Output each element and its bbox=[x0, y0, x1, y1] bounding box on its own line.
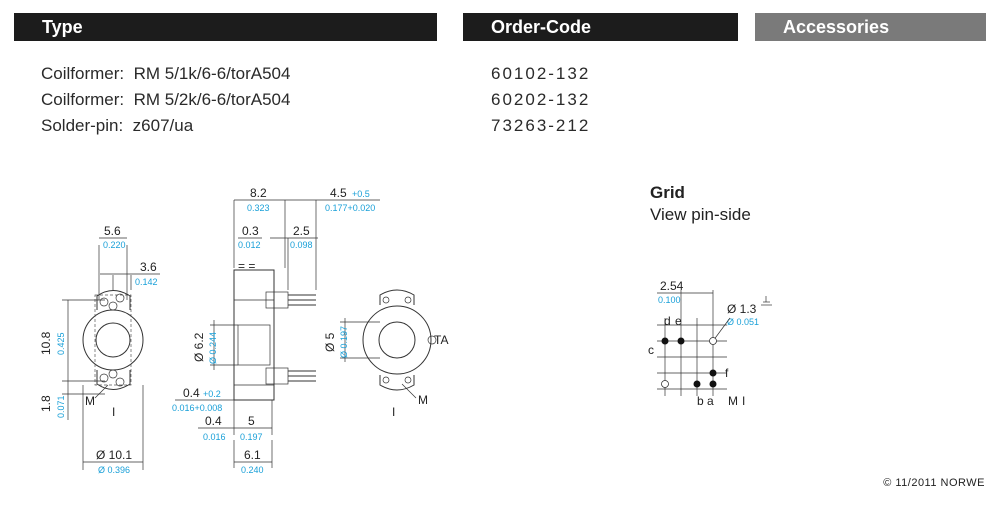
dim-0-3-in: 0.012 bbox=[238, 240, 261, 250]
pin-b bbox=[693, 380, 701, 388]
dim-6-1-in: 0.240 bbox=[241, 465, 264, 475]
type-header: Type bbox=[14, 13, 437, 41]
dim-dia-6-2: Ø 6.2 bbox=[192, 332, 206, 362]
dim-dia-6-2-in: Ø 0.244 bbox=[208, 332, 218, 364]
item-label: Coilformer: bbox=[41, 90, 125, 109]
dim-0-4-tol-val: +0.2 bbox=[203, 389, 221, 399]
dim-4-5-in: 0.177+0.020 bbox=[325, 203, 375, 213]
pin-e bbox=[677, 337, 685, 345]
dim-3-6-in: 0.142 bbox=[135, 277, 158, 287]
dim-0-4-tol-in: 0.016+0.008 bbox=[172, 403, 222, 413]
grid-title: Grid bbox=[650, 183, 685, 202]
pin-mark-top: = = bbox=[238, 259, 255, 273]
item-type: RM 5/2k/6-6/torA504 bbox=[133, 90, 291, 109]
grid-subtitle: View pin-side bbox=[650, 205, 751, 224]
pin-grid: 2.54 0.100 Ø 1.3 Ø 0.051 d e c f b a M I bbox=[648, 279, 772, 408]
dim-8-2: 8.2 bbox=[250, 186, 267, 200]
grid-label-f: f bbox=[725, 366, 729, 380]
dim-dia-10-1-in: Ø 0.396 bbox=[98, 465, 130, 475]
item-type: RM 5/1k/6-6/torA504 bbox=[133, 64, 291, 83]
grid-label-a: a bbox=[707, 394, 714, 408]
dim-5-6: 5.6 bbox=[104, 224, 121, 238]
order-code: 73263-212 bbox=[491, 116, 591, 135]
dim-3-6: 3.6 bbox=[140, 260, 157, 274]
dim-10-8-in: 0.425 bbox=[56, 332, 66, 355]
item-label: Coilformer: bbox=[41, 64, 125, 83]
copyright: © 11/2011 NORWE bbox=[883, 477, 985, 489]
side-view: = = 8.2 0.323 4.5 +0.5 0.177+0.020 0.3 0… bbox=[172, 186, 380, 475]
grid-label-b: b bbox=[697, 394, 704, 408]
type-row-1: Coilformer: RM 5/1k/6-6/torA504 bbox=[41, 61, 290, 87]
dim-2-5: 2.5 bbox=[293, 224, 310, 238]
item-label: Solder-pin: bbox=[41, 116, 124, 135]
grid-pitch: 2.54 bbox=[660, 279, 684, 293]
grid-label-d: d bbox=[664, 314, 671, 328]
dim-1-8: 1.8 bbox=[39, 395, 53, 412]
grid-label-c: c bbox=[648, 343, 654, 357]
pin-empty bbox=[709, 337, 717, 345]
dim-1-8-in: 0.071 bbox=[56, 395, 66, 418]
dim-8-2-in: 0.323 bbox=[247, 203, 270, 213]
label-ta: TA bbox=[434, 333, 448, 347]
dim-5: 5 bbox=[248, 414, 255, 428]
label-m-left: M bbox=[85, 394, 95, 408]
dim-2-5-in: 0.098 bbox=[290, 240, 313, 250]
pin-marker-right: I bbox=[392, 405, 395, 419]
dim-dia-5: Ø 5 bbox=[323, 332, 337, 352]
pin-f bbox=[709, 369, 717, 377]
pin-marker-left: I bbox=[112, 405, 115, 419]
order-code-header: Order-Code bbox=[463, 13, 738, 41]
dim-10-8: 10.8 bbox=[39, 331, 53, 355]
type-row-2: Coilformer: RM 5/2k/6-6/torA504 bbox=[41, 87, 290, 113]
dim-6-1: 6.1 bbox=[244, 448, 261, 462]
grid-hole: Ø 1.3 bbox=[727, 302, 757, 316]
pin-empty bbox=[661, 380, 669, 388]
dim-4-5: 4.5 bbox=[330, 186, 347, 200]
grid-pitch-in: 0.100 bbox=[658, 295, 681, 305]
bottom-view: Ø 5 Ø 0.197 TA M I bbox=[323, 289, 448, 419]
order-code-list: 60102-132 60202-132 73263-212 bbox=[491, 61, 590, 139]
order-code: 60202-132 bbox=[491, 90, 591, 109]
item-type: z607/ua bbox=[132, 116, 194, 135]
grid-pin-marker: I bbox=[742, 394, 745, 408]
dim-4-5-tol: +0.5 bbox=[352, 189, 370, 199]
dim-dia-5-in: Ø 0.197 bbox=[339, 326, 349, 358]
dim-0-4-in: 0.016 bbox=[203, 432, 226, 442]
order-code: 60102-132 bbox=[491, 64, 591, 83]
label-m-right: M bbox=[418, 393, 428, 407]
grid-label-m: M bbox=[728, 394, 738, 408]
dim-dia-10-1: Ø 10.1 bbox=[96, 448, 132, 462]
pin-c bbox=[661, 337, 669, 345]
dim-5-6-in: 0.220 bbox=[103, 240, 126, 250]
dim-0-3: 0.3 bbox=[242, 224, 259, 238]
grid-hole-in: Ø 0.051 bbox=[727, 317, 759, 327]
dim-0-4: 0.4 bbox=[205, 414, 222, 428]
grid-label-e: e bbox=[675, 314, 682, 328]
accessories-header: Accessories bbox=[755, 13, 986, 41]
pin-a bbox=[709, 380, 717, 388]
dim-5-in: 0.197 bbox=[240, 432, 263, 442]
type-row-3: Solder-pin: z607/ua bbox=[41, 113, 193, 139]
front-view: 5.6 0.220 3.6 0.142 10.8 0.425 1.8 0.071… bbox=[39, 224, 160, 475]
dim-0-4-tol: 0.4 bbox=[183, 386, 200, 400]
